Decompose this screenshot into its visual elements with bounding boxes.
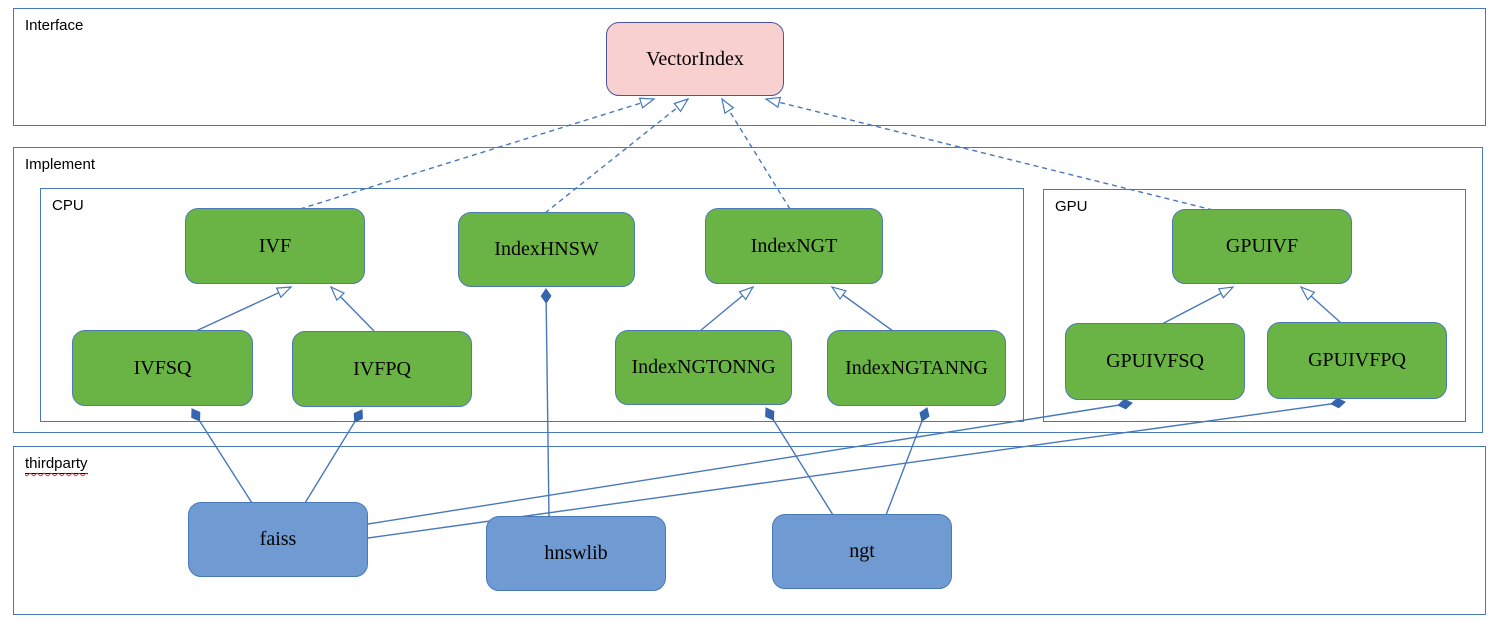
node-ivfsq[interactable]: IVFSQ <box>72 330 253 406</box>
node-faiss[interactable]: faiss <box>188 502 368 577</box>
node-label: VectorIndex <box>646 47 744 70</box>
node-label: IndexNGTANNG <box>845 356 988 379</box>
node-gpuivfsq[interactable]: GPUIVFSQ <box>1065 323 1245 400</box>
node-label: faiss <box>259 528 297 550</box>
node-gpuivfpq[interactable]: GPUIVFPQ <box>1267 322 1447 399</box>
group-label-thirdparty: thirdparty <box>25 455 88 474</box>
node-label: IndexNGTONNG <box>631 356 776 378</box>
group-label-implement: Implement <box>25 156 96 173</box>
node-ngt[interactable]: ngt <box>772 514 952 589</box>
node-label: GPUIVFSQ <box>1106 350 1204 372</box>
node-label: ngt <box>849 540 875 562</box>
group-label-gpu: GPU <box>1055 198 1088 215</box>
group-label-cpu: CPU <box>52 197 84 214</box>
node-label: IVF <box>258 234 292 257</box>
node-indexngtanng[interactable]: IndexNGTANNG <box>827 330 1006 406</box>
node-label: IVFSQ <box>133 356 192 379</box>
node-hnswlib[interactable]: hnswlib <box>486 516 666 591</box>
node-label: hnswlib <box>544 542 608 564</box>
node-label: IndexHNSW <box>494 238 599 260</box>
node-label: IVFPQ <box>353 357 411 380</box>
node-ivfpq[interactable]: IVFPQ <box>292 331 472 407</box>
node-gpuivf[interactable]: GPUIVF <box>1172 209 1352 284</box>
node-indexhnsw[interactable]: IndexHNSW <box>458 212 635 287</box>
node-vectorindex[interactable]: VectorIndex <box>606 22 784 96</box>
node-label: GPUIVFPQ <box>1308 349 1406 371</box>
group-label-interface: Interface <box>25 17 84 34</box>
node-label: IndexNGT <box>750 234 838 257</box>
node-indexngtonng[interactable]: IndexNGTONNG <box>615 330 792 405</box>
node-label: GPUIVF <box>1225 235 1299 257</box>
node-ivf[interactable]: IVF <box>185 208 365 284</box>
node-indexngt[interactable]: IndexNGT <box>705 208 883 284</box>
